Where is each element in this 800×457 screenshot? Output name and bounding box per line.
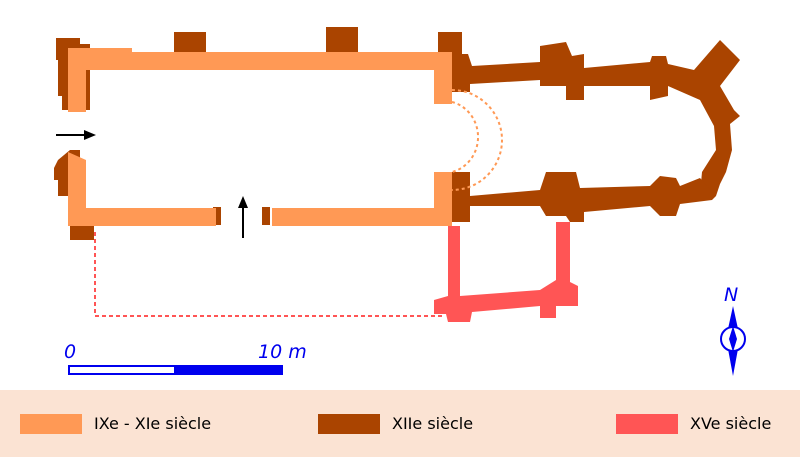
- hypothetical-west-wall-line: [94, 232, 442, 317]
- scale-bar: 0 10 m: [64, 341, 307, 375]
- church-floor-plan: 0 10 m N: [54, 27, 746, 376]
- legend-swatch-xiie-siecle: [318, 414, 380, 434]
- south-entrance-arrow: [238, 196, 248, 238]
- north-compass-icon: N: [720, 284, 746, 376]
- hypothetical-apse-inner: [451, 101, 480, 173]
- legend-swatch-ixe-xie-siecle: [20, 414, 82, 434]
- hypothetical-apse-outer: [451, 89, 503, 191]
- scale-start-label: 0: [64, 341, 76, 363]
- walls-xve-siecle: [434, 222, 578, 322]
- walls-ixe-xie-siecle: [68, 48, 452, 226]
- west-entrance-arrow: [56, 130, 96, 140]
- walls-xiie-siecle: [54, 27, 740, 240]
- legend: IXe - XIe siècle XIIe siècle XVe siècle: [0, 390, 800, 457]
- legend-label-ixe-xie-siecle: IXe - XIe siècle: [94, 414, 212, 433]
- scale-end-label: 10 m: [258, 341, 307, 363]
- legend-label-xve-siecle: XVe siècle: [690, 414, 772, 433]
- north-label: N: [724, 284, 738, 306]
- legend-label-xiie-siecle: XIIe siècle: [392, 414, 474, 433]
- legend-swatch-xve-siecle: [616, 414, 678, 434]
